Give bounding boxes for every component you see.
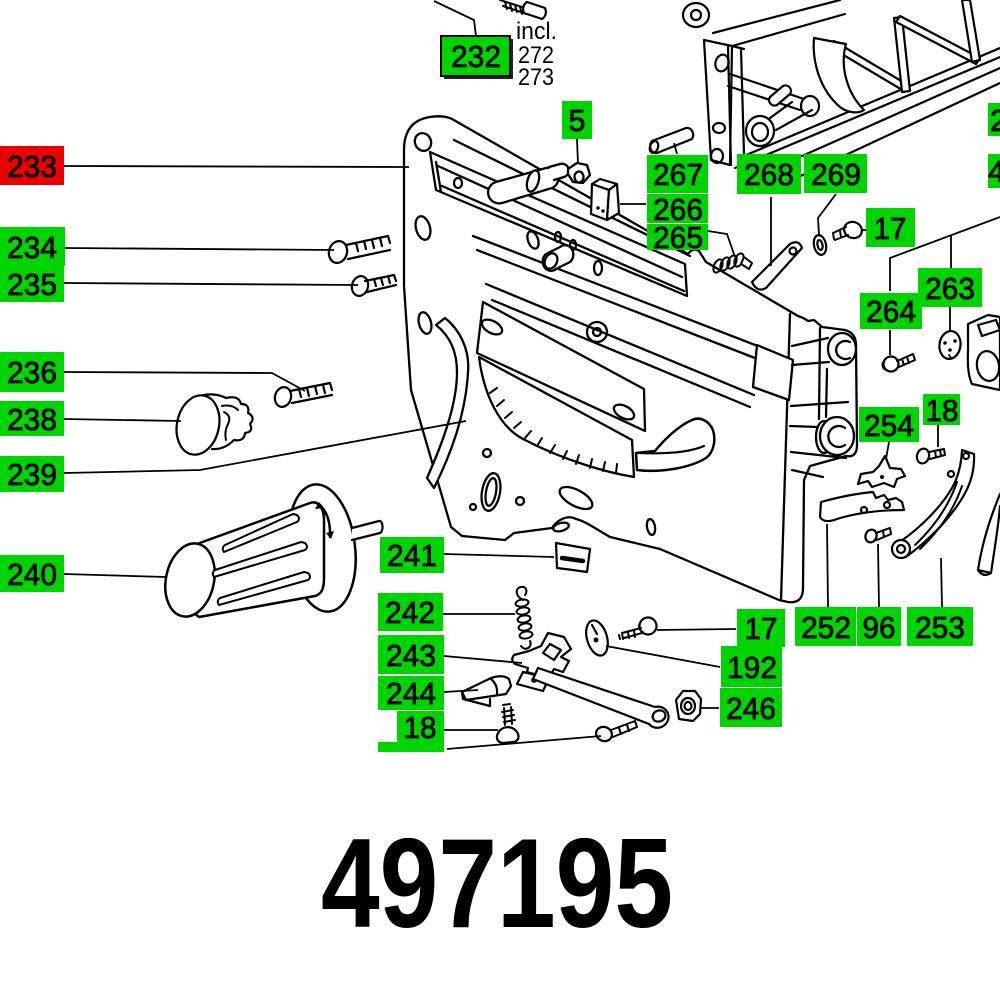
svg-text:263: 263 [925, 271, 975, 306]
svg-text:246: 246 [726, 691, 776, 726]
svg-text:4: 4 [988, 154, 1000, 189]
svg-text:5: 5 [569, 103, 586, 138]
svg-text:267: 267 [653, 157, 703, 192]
svg-text:17: 17 [745, 611, 778, 646]
svg-text:240: 240 [7, 557, 57, 592]
svg-text:272: 272 [518, 42, 554, 69]
svg-text:17: 17 [874, 211, 907, 246]
svg-text:232: 232 [451, 39, 501, 74]
svg-text:241: 241 [387, 538, 437, 573]
svg-text:269: 269 [811, 157, 861, 192]
svg-text:234: 234 [7, 230, 57, 265]
svg-text:242: 242 [385, 595, 435, 630]
svg-text:235: 235 [7, 267, 57, 302]
svg-text:233: 233 [7, 149, 57, 184]
svg-text:497195: 497195 [321, 812, 673, 954]
svg-text:243: 243 [386, 638, 436, 673]
svg-text:264: 264 [866, 294, 916, 329]
svg-text:252: 252 [801, 610, 851, 645]
svg-text:273: 273 [518, 64, 554, 91]
svg-text:239: 239 [7, 457, 57, 492]
svg-text:2: 2 [990, 103, 1000, 138]
svg-text:244: 244 [386, 676, 436, 711]
svg-text:268: 268 [744, 157, 794, 192]
svg-text:192: 192 [727, 650, 777, 685]
svg-text:96: 96 [863, 610, 896, 645]
svg-text:236: 236 [7, 355, 57, 390]
svg-text:incl.: incl. [516, 18, 557, 45]
svg-text:18: 18 [926, 393, 959, 428]
svg-text:266: 266 [653, 192, 703, 227]
svg-text:18: 18 [404, 710, 437, 745]
svg-text:254: 254 [864, 408, 914, 443]
svg-text:253: 253 [915, 610, 965, 645]
svg-text:265: 265 [653, 220, 703, 255]
svg-text:238: 238 [7, 402, 57, 437]
